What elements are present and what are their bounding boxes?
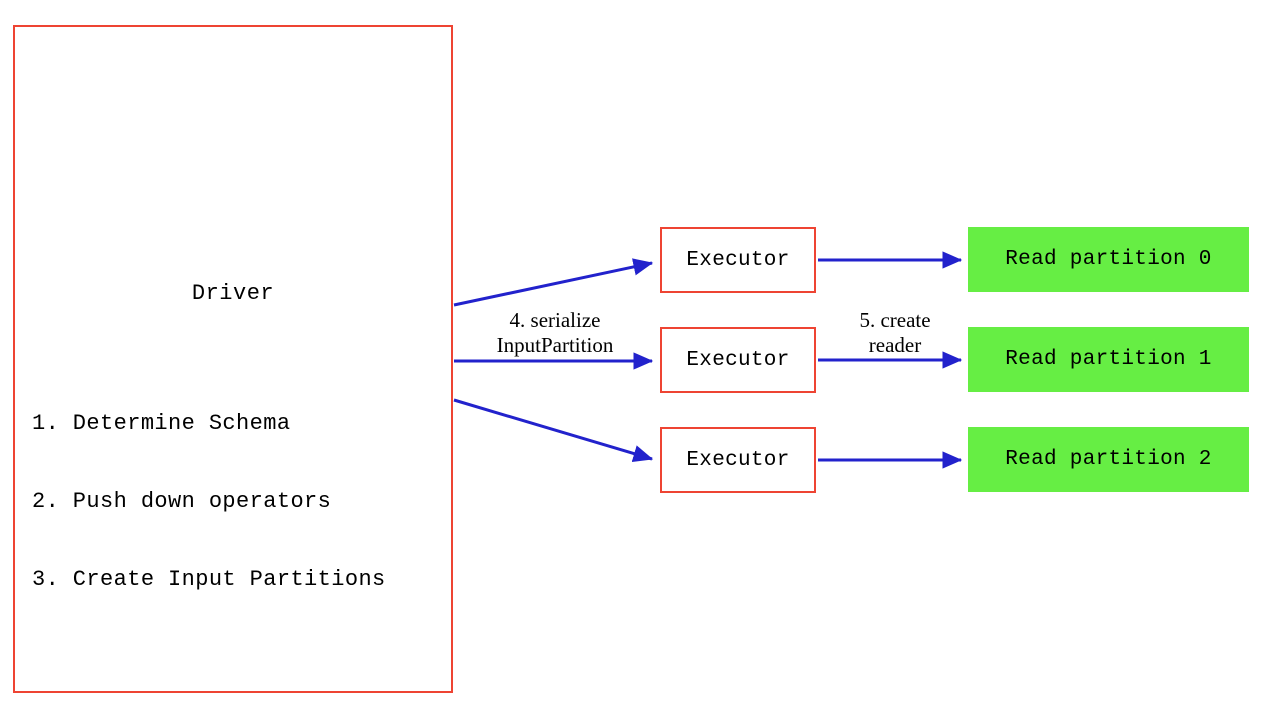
executor-box-2[interactable]: Executor: [660, 427, 816, 493]
partition-label-0: Read partition 0: [1005, 248, 1212, 271]
arrow-driver-to-executor-0: [453, 258, 654, 307]
executor-label-2: Executor: [686, 448, 790, 472]
partition-box-1[interactable]: Read partition 1: [968, 327, 1249, 392]
driver-steps-list: 1. Determine Schema 2. Push down operato…: [32, 359, 386, 645]
partition-label-1: Read partition 1: [1005, 348, 1212, 371]
executor-label-1: Executor: [686, 348, 790, 372]
driver-box[interactable]: Driver 1. Determine Schema 2. Push down …: [13, 25, 453, 693]
partition-label-2: Read partition 2: [1005, 448, 1212, 471]
executor-label-0: Executor: [686, 248, 790, 272]
partition-box-2[interactable]: Read partition 2: [968, 427, 1249, 492]
executor-box-0[interactable]: Executor: [660, 227, 816, 293]
driver-step-2: 2. Push down operators: [32, 489, 332, 514]
driver-title: Driver: [191, 281, 275, 306]
executor-box-1[interactable]: Executor: [660, 327, 816, 393]
edge-label-serialize-input-partition: 4. serialize InputPartition: [496, 308, 614, 357]
partition-box-0[interactable]: Read partition 0: [968, 227, 1249, 292]
edge-label-create-reader: 5. create reader: [859, 308, 931, 357]
driver-step-3: 3. Create Input Partitions: [32, 567, 386, 592]
driver-step-1: 1. Determine Schema: [32, 411, 291, 436]
arrow-driver-to-executor-2: [453, 398, 654, 463]
